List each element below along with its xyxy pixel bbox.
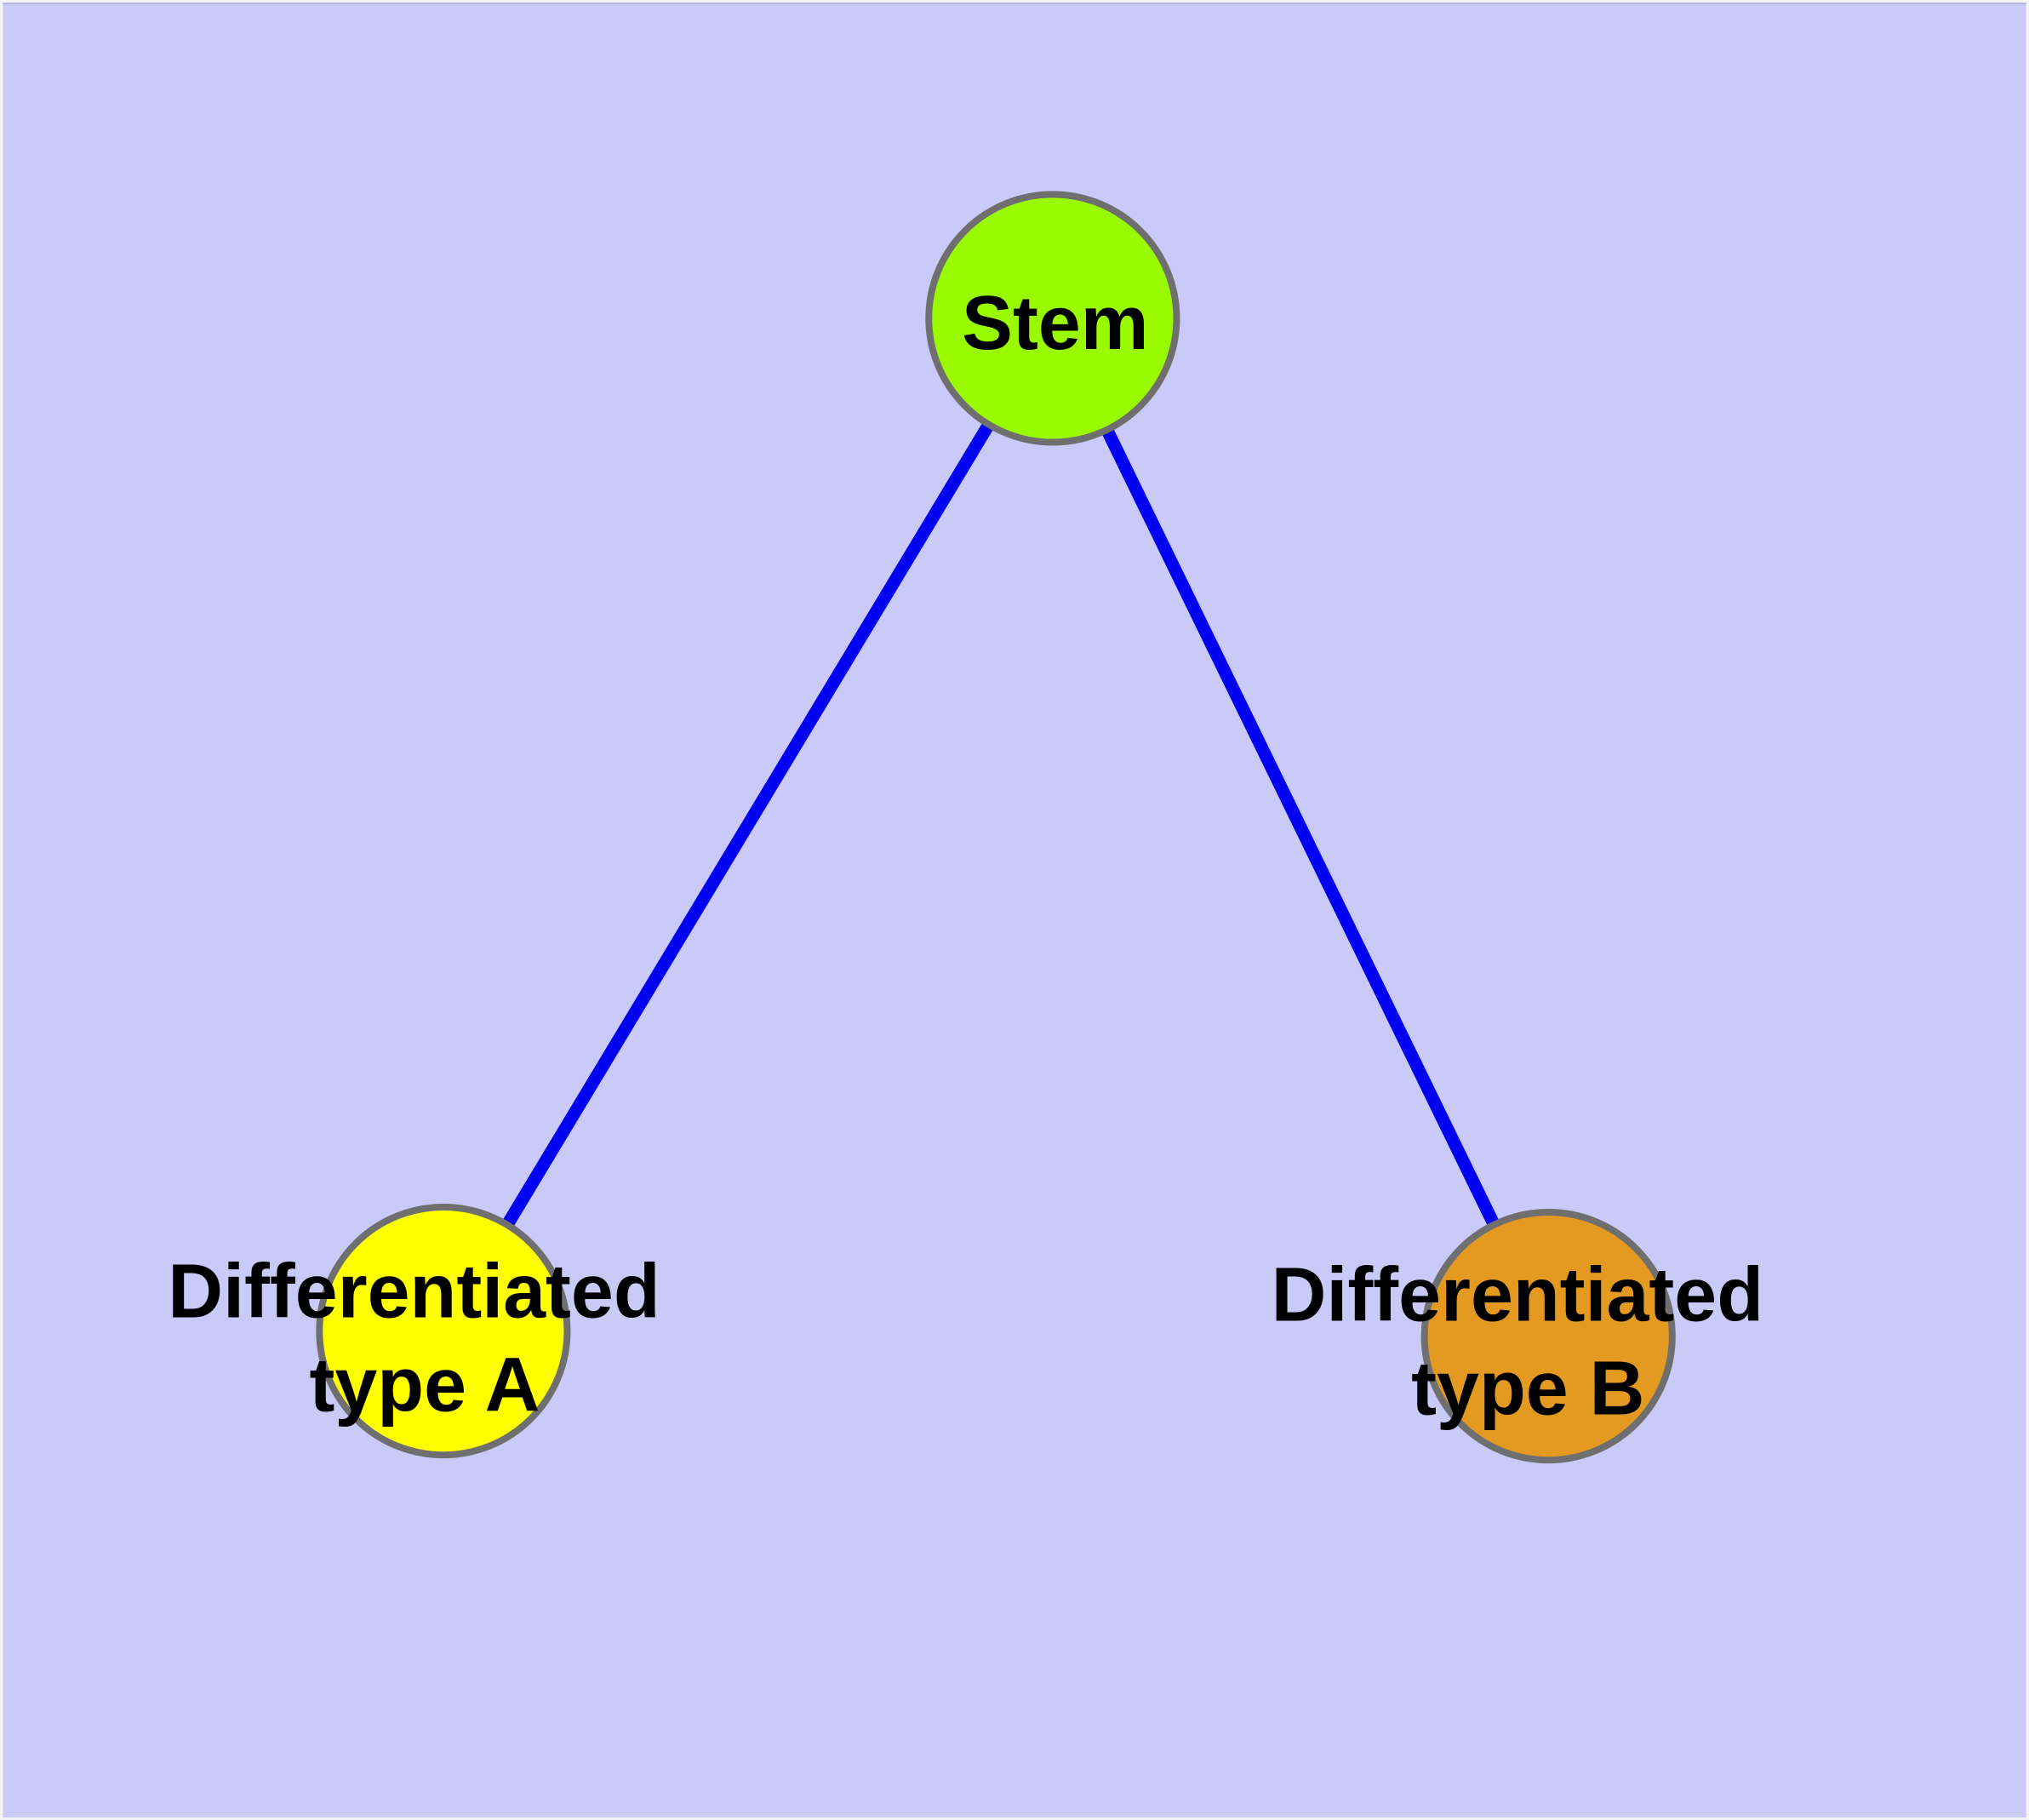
node-stem-circle[interactable] xyxy=(925,191,1180,446)
node-differentiated-type-a-circle[interactable] xyxy=(316,1204,571,1459)
window-top-hairline xyxy=(3,3,2026,4)
edge-stem-to-type-a xyxy=(437,315,1059,1335)
node-differentiated-type-b-circle[interactable] xyxy=(1420,1209,1676,1464)
edge-stem-to-type-b xyxy=(1047,315,1554,1339)
cell-differentiation-diagram: Stem Differentiated type A Differentiate… xyxy=(3,3,2026,1817)
